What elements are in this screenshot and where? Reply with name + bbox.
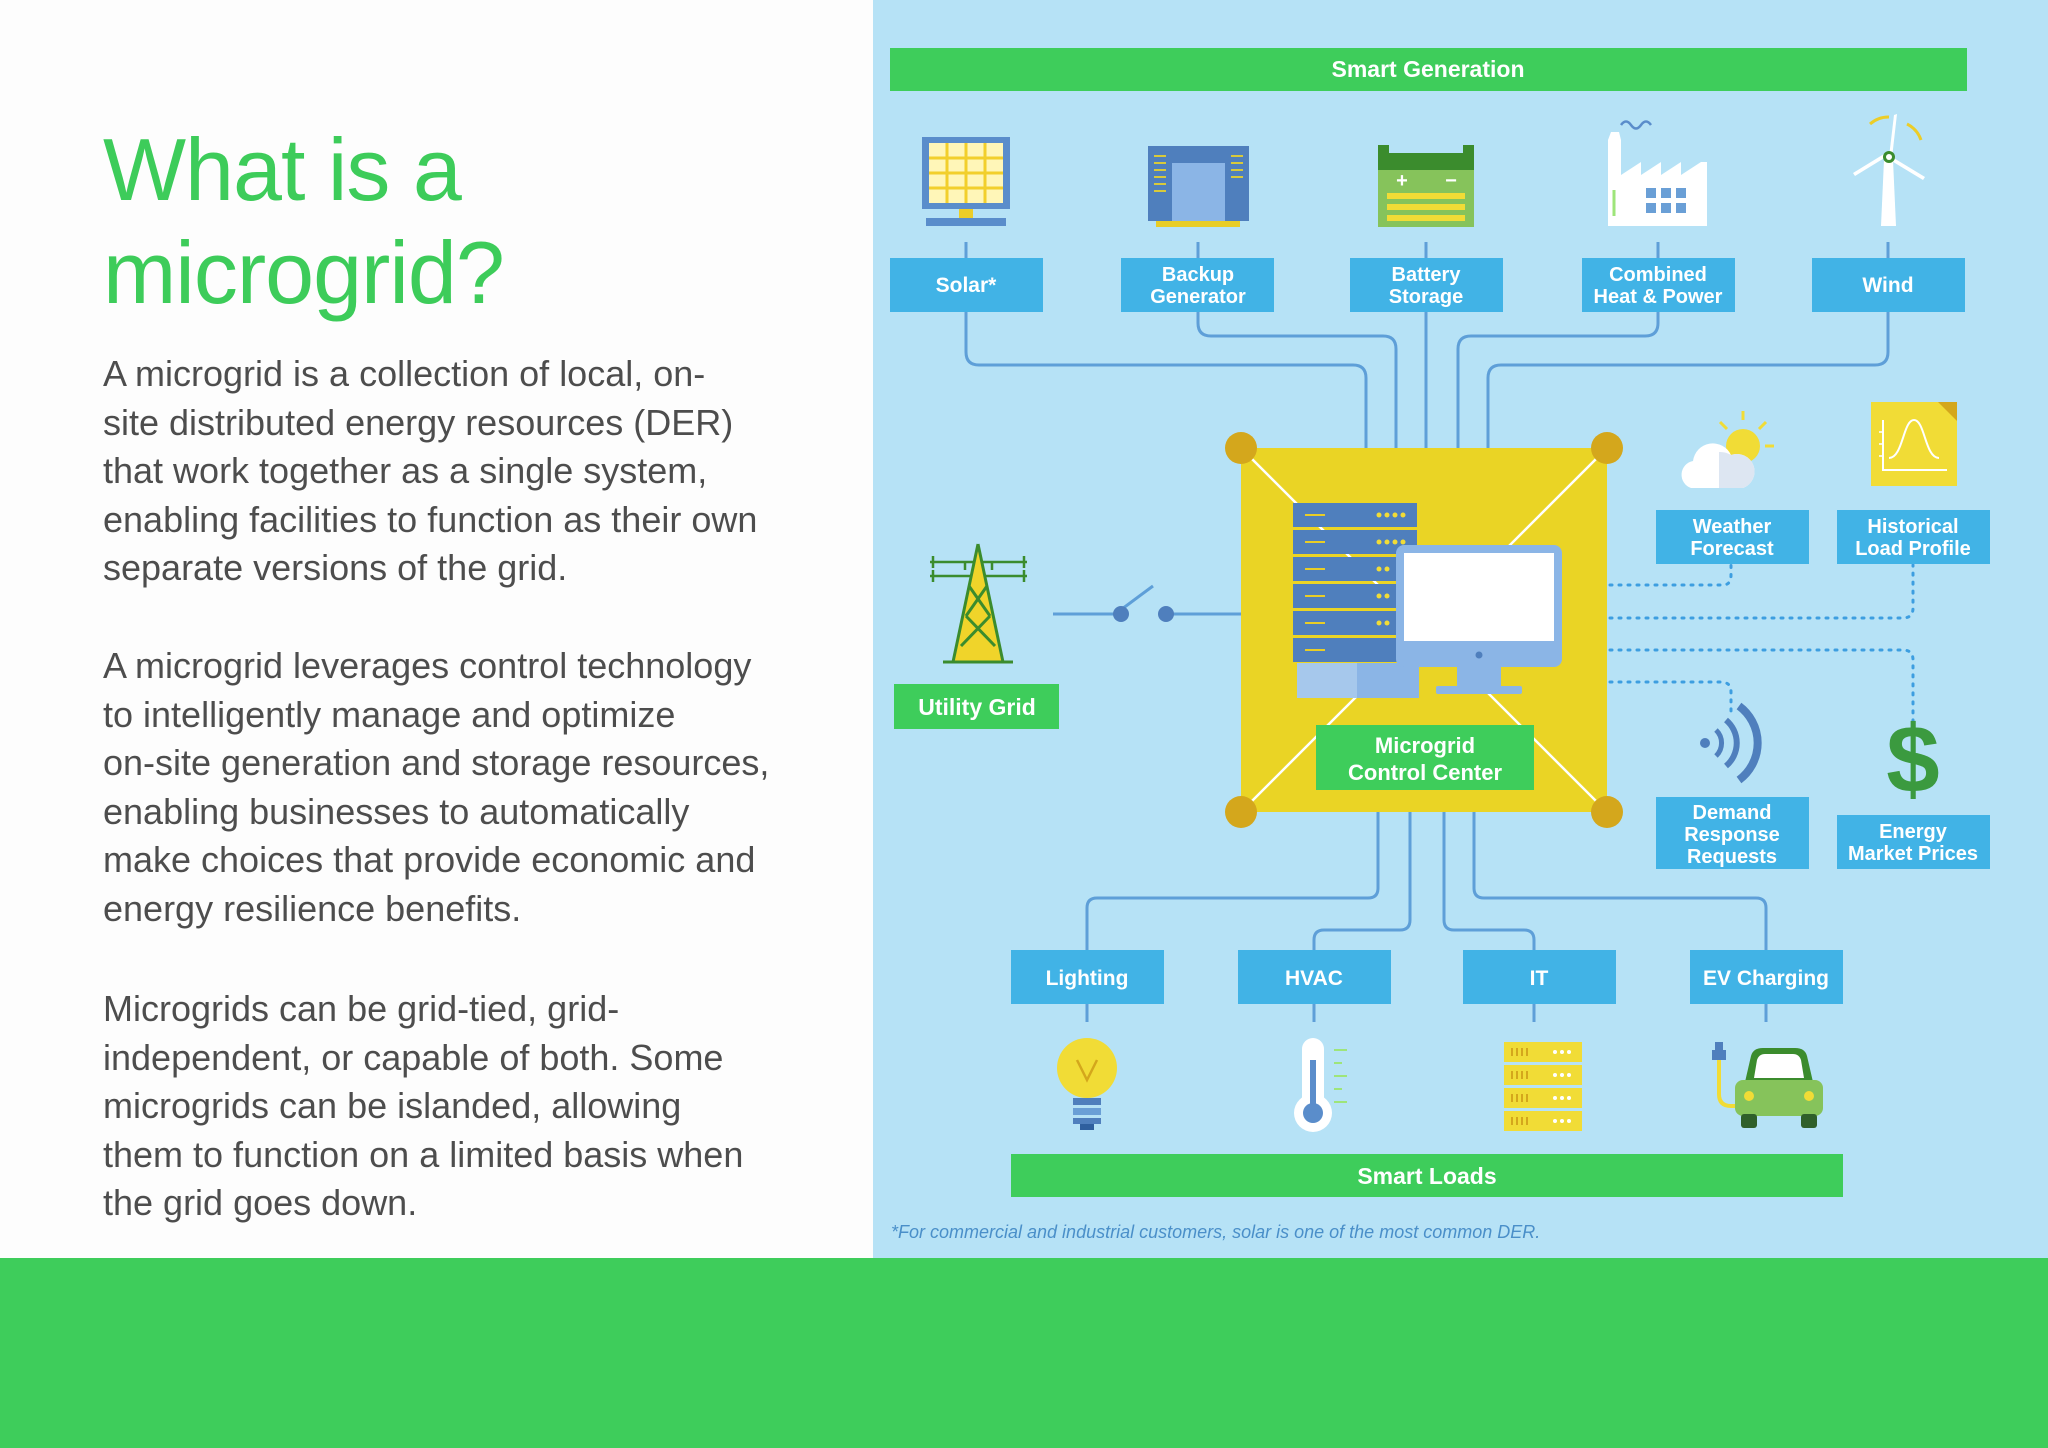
text-line: Microgrids can be grid-tied, grid-: [103, 988, 620, 1029]
ev-charging-label: EV Charging: [1703, 967, 1829, 990]
smart-loads-label: Smart Loads: [1357, 1163, 1496, 1189]
ev-charging-node: EV Charging: [1690, 950, 1843, 1004]
smart-generation-label: Smart Generation: [1332, 56, 1525, 82]
energy-market-prices-label-line1: Energy: [1879, 821, 1948, 843]
solar-label: Solar*: [936, 274, 998, 297]
text-line: on-site generation and storage resources…: [103, 742, 770, 784]
historical-load-profile-label-line1: Historical: [1867, 516, 1958, 538]
control-center-label-box: Microgrid Control Center: [1316, 725, 1534, 790]
microgrid-diagram: Smart Generation + −: [873, 0, 2048, 1258]
weather-sun-cloud-icon: [1681, 411, 1774, 488]
weather-forecast-node: Weather Forecast: [1656, 510, 1809, 564]
combined-heat-power-label-line2: Heat & Power: [1594, 286, 1723, 308]
lighting-label: Lighting: [1046, 967, 1129, 990]
solar-footnote: *For commercial and industrial customers…: [891, 1222, 1540, 1242]
backup-generator-icon: [1148, 146, 1249, 227]
title-line: What is a: [103, 120, 462, 219]
backup-generator-node: Backup Generator: [1121, 242, 1274, 312]
svg-text:$: $: [1886, 706, 1939, 813]
battery-storage-icon: + −: [1378, 145, 1474, 227]
backup-generator-label-line2: Generator: [1150, 286, 1246, 308]
control-center-label-line2: Control Center: [1348, 760, 1502, 785]
dollar-sign-icon: $: [1886, 706, 1939, 813]
it-node: IT: [1463, 950, 1616, 1004]
battery-storage-node: Battery Storage: [1350, 258, 1503, 312]
lighting-node: Lighting: [1011, 950, 1164, 1004]
text-line: to intelligently manage and optimize: [103, 693, 676, 735]
text-line: them to function on a limited basis when: [103, 1133, 744, 1175]
text-line: A microgrid leverages control technology: [103, 645, 752, 686]
wind-label: Wind: [1862, 274, 1913, 297]
text-line: microgrids can be islanded, allowing: [103, 1085, 682, 1127]
combined-heat-power-label-line1: Combined: [1609, 264, 1707, 286]
text-line: separate versions of the grid.: [103, 547, 568, 589]
connector-lines: [964, 242, 1890, 1022]
intro-paragraph-definition: A microgrid is a collection of local, on…: [103, 350, 803, 593]
utility-grid-node: Utility Grid: [894, 684, 1059, 729]
text-line: the grid goes down.: [103, 1182, 418, 1224]
text-line: that work together as a single system,: [103, 450, 708, 492]
text-line: energy resilience benefits.: [103, 887, 522, 929]
svg-text:+: +: [1396, 170, 1408, 192]
energy-market-prices-node: Energy Market Prices: [1837, 815, 1990, 869]
text-line: independent, or capable of both. Some: [103, 1036, 724, 1078]
smart-generation-banner: [890, 48, 1967, 91]
battery-storage-label-line2: Storage: [1389, 286, 1463, 308]
weather-forecast-label-line1: Weather: [1693, 516, 1772, 538]
demand-response-signal-icon: [1700, 702, 1762, 784]
combined-heat-power-node: Combined Heat & Power: [1582, 242, 1735, 312]
bottom-green-band: [0, 1258, 2048, 1448]
text-line: enabling businesses to automatically: [103, 790, 690, 832]
title-line: microgrid?: [103, 223, 505, 322]
historical-load-profile-label-line2: Load Profile: [1855, 538, 1971, 560]
grid-switch-icon: [1113, 606, 1174, 622]
thermometer-icon: [1294, 1038, 1347, 1132]
light-bulb-icon: [1057, 1038, 1117, 1130]
utility-grid-label: Utility Grid: [918, 694, 1036, 720]
hvac-label: HVAC: [1285, 967, 1343, 990]
historical-load-chart-icon: [1871, 402, 1957, 486]
backup-generator-label-line1: Backup: [1162, 264, 1234, 286]
electric-car-icon: [1712, 1042, 1823, 1128]
text-line: make choices that provide economic and: [103, 839, 756, 881]
demand-response-label-line3: Requests: [1687, 846, 1777, 868]
solar-node: Solar*: [890, 242, 1043, 312]
demand-response-label-line2: Response: [1684, 824, 1780, 846]
wind-node: Wind: [1812, 258, 1965, 312]
transmission-tower-icon: [930, 543, 1027, 664]
it-server-icon: [1504, 1042, 1582, 1131]
weather-forecast-label-line2: Forecast: [1690, 538, 1774, 560]
combined-heat-power-plant-icon: [1608, 120, 1707, 226]
intro-paragraph-control: A microgrid leverages control technology…: [103, 642, 803, 934]
control-center-label-line1: Microgrid: [1375, 733, 1475, 758]
intro-paragraph-modes: Microgrids can be grid-tied, grid- indep…: [103, 985, 803, 1228]
hvac-node: HVAC: [1238, 950, 1391, 1004]
demand-response-node: Demand Response Requests: [1656, 797, 1809, 869]
text-line: site distributed energy resources (DER): [103, 401, 734, 443]
wind-turbine-icon: [1853, 114, 1925, 226]
page-title: What is a microgrid?: [103, 118, 803, 324]
computer-monitor-icon: [1396, 545, 1562, 694]
energy-market-prices-label-line2: Market Prices: [1848, 843, 1978, 865]
demand-response-label-line1: Demand: [1693, 802, 1772, 824]
text-line: A microgrid is a collection of local, on…: [103, 353, 706, 394]
historical-load-profile-node: Historical Load Profile: [1837, 510, 1990, 564]
svg-text:−: −: [1445, 170, 1457, 192]
smart-loads-banner: [1011, 1154, 1843, 1197]
intro-panel: What is a microgrid? A microgrid is a co…: [0, 0, 873, 1258]
it-label: IT: [1530, 967, 1549, 990]
data-dotted-lines: [1608, 563, 1915, 797]
battery-storage-label-line1: Battery: [1392, 264, 1462, 286]
solar-panel-icon: [922, 137, 1010, 226]
text-line: enabling facilities to function as their…: [103, 498, 758, 540]
